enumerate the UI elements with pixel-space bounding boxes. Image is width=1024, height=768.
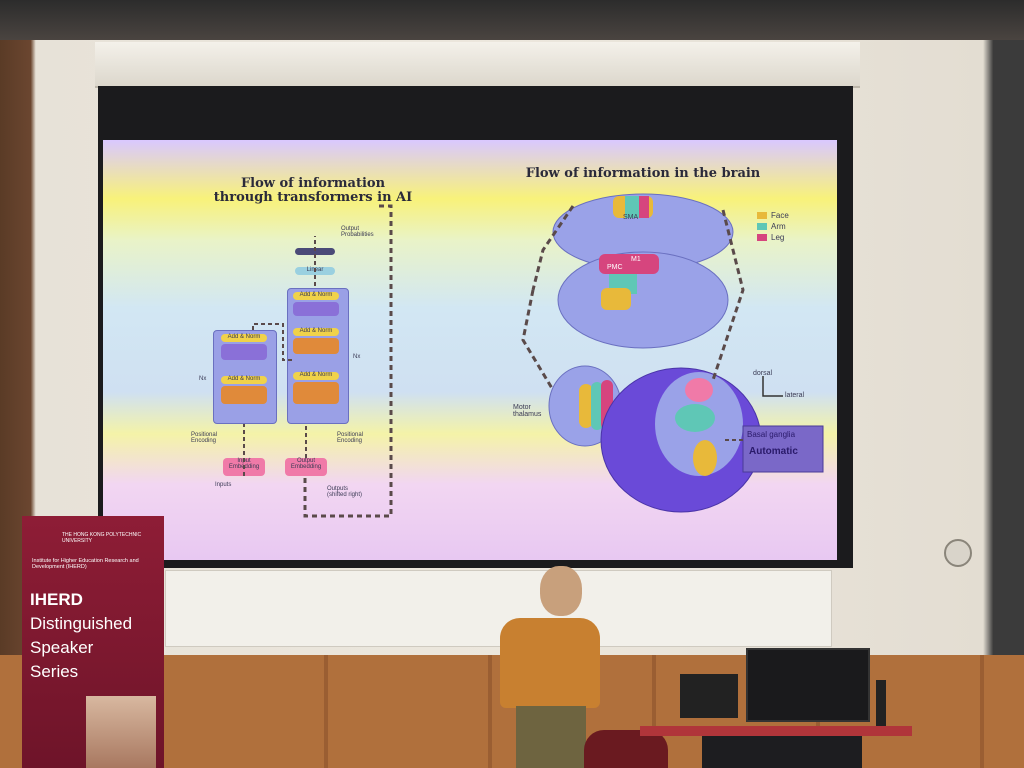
legend-item-face: Face	[757, 210, 827, 221]
monitor	[746, 648, 870, 722]
legend-item-arm: Arm	[757, 221, 827, 232]
add-norm-block: Add & Norm	[293, 372, 339, 380]
automatic-label: Automatic	[749, 446, 798, 457]
m1-label: M1	[631, 256, 641, 263]
banner-line2: Speaker	[30, 638, 94, 657]
brain-diagram	[521, 193, 824, 513]
legend-item-leg: Leg	[757, 232, 827, 243]
laptop	[680, 674, 738, 718]
softmax-block	[295, 248, 335, 255]
gooseneck-microphone	[876, 680, 886, 726]
masked-attention-block	[293, 382, 339, 404]
left-title-line2: through transformers in AI	[213, 190, 413, 205]
output-probabilities-label: Output Probabilities	[341, 226, 374, 238]
ceiling	[0, 0, 1024, 40]
attention-block	[221, 386, 267, 404]
attention-block	[293, 338, 339, 354]
iherd-banner: THE HONG KONG POLYTECHNIC UNIVERSITY Ins…	[22, 516, 164, 768]
university-name: THE HONG KONG POLYTECHNIC UNIVERSITY	[62, 532, 142, 544]
whiteboard	[165, 570, 832, 647]
nx-right-label: Nx	[353, 354, 361, 360]
chair	[584, 730, 668, 768]
add-norm-block: Add & Norm	[293, 328, 339, 336]
legend: Face Arm Leg	[757, 210, 827, 243]
speaker-head	[540, 566, 582, 616]
nx-left-label: Nx	[199, 376, 207, 382]
transformer-arrows	[243, 204, 393, 518]
inputs-label: Inputs	[215, 482, 232, 488]
legend-swatch	[757, 223, 767, 230]
positional-encoding-right: Positional Encoding	[337, 432, 364, 444]
legend-swatch	[757, 212, 767, 219]
add-norm-block: Add & Norm	[221, 334, 267, 342]
basal-ganglia-label: Basal ganglia	[747, 430, 796, 439]
legend-swatch	[757, 234, 767, 241]
positional-encoding-left: Positional Encoding	[191, 432, 218, 444]
left-title-line1: Flow of information	[240, 176, 386, 191]
projected-slide: Flow of information through transformers…	[103, 140, 837, 560]
add-norm-block: Add & Norm	[293, 292, 339, 300]
speaker-trousers	[516, 706, 586, 768]
motor-thalamus-label: Motor thalamus	[513, 404, 542, 418]
right-title: Flow of information in the brain	[525, 166, 761, 181]
banner-line3: Series	[30, 662, 79, 681]
feed-forward-block	[221, 344, 267, 360]
speaker-torso	[500, 618, 600, 708]
pmc-label: PMC	[607, 264, 623, 271]
sma-label: SMA	[623, 214, 639, 221]
lateral-label: lateral	[785, 392, 805, 399]
outputs-label: Outputs (shifted right)	[327, 486, 363, 498]
banner-line1: Distinguished	[30, 614, 133, 633]
desk-cabinet	[702, 736, 862, 768]
iherd-label: IHERD	[30, 590, 83, 609]
wall-clock-icon	[944, 539, 972, 567]
building-illustration	[86, 696, 156, 768]
output-embedding-block: Output Embedding	[285, 458, 327, 476]
add-norm-block: Add & Norm	[221, 376, 267, 384]
institute-name: Institute for Higher Education Research …	[32, 558, 139, 570]
feed-forward-block	[293, 302, 339, 316]
desk-edge	[640, 726, 912, 736]
projector-screen-housing	[95, 42, 860, 88]
dorsal-label: dorsal	[753, 370, 773, 377]
